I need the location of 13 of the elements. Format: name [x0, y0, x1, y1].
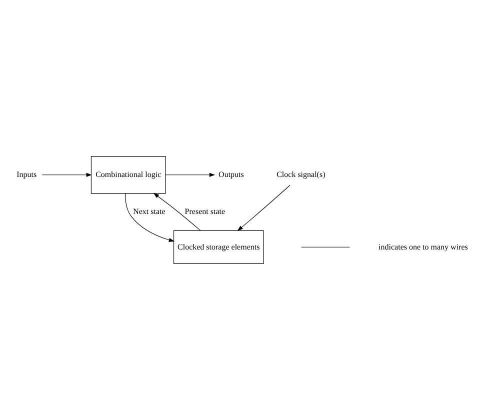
arrow: [42, 172, 92, 176]
node-text: Clock signal(s): [276, 169, 326, 178]
arrow: [165, 172, 216, 176]
edge-label: Present state: [184, 206, 226, 216]
node-text: Inputs: [16, 169, 37, 178]
arrow: [237, 184, 290, 231]
edge-label: Next state: [133, 206, 166, 216]
arrow: [125, 192, 175, 242]
node-box: Combinational logic: [90, 156, 166, 194]
node-text: Outputs: [218, 169, 244, 178]
arrow: [153, 192, 201, 230]
node-box: Clocked storage elements: [174, 230, 264, 264]
legend-label: indicates one to many wires: [378, 242, 468, 251]
